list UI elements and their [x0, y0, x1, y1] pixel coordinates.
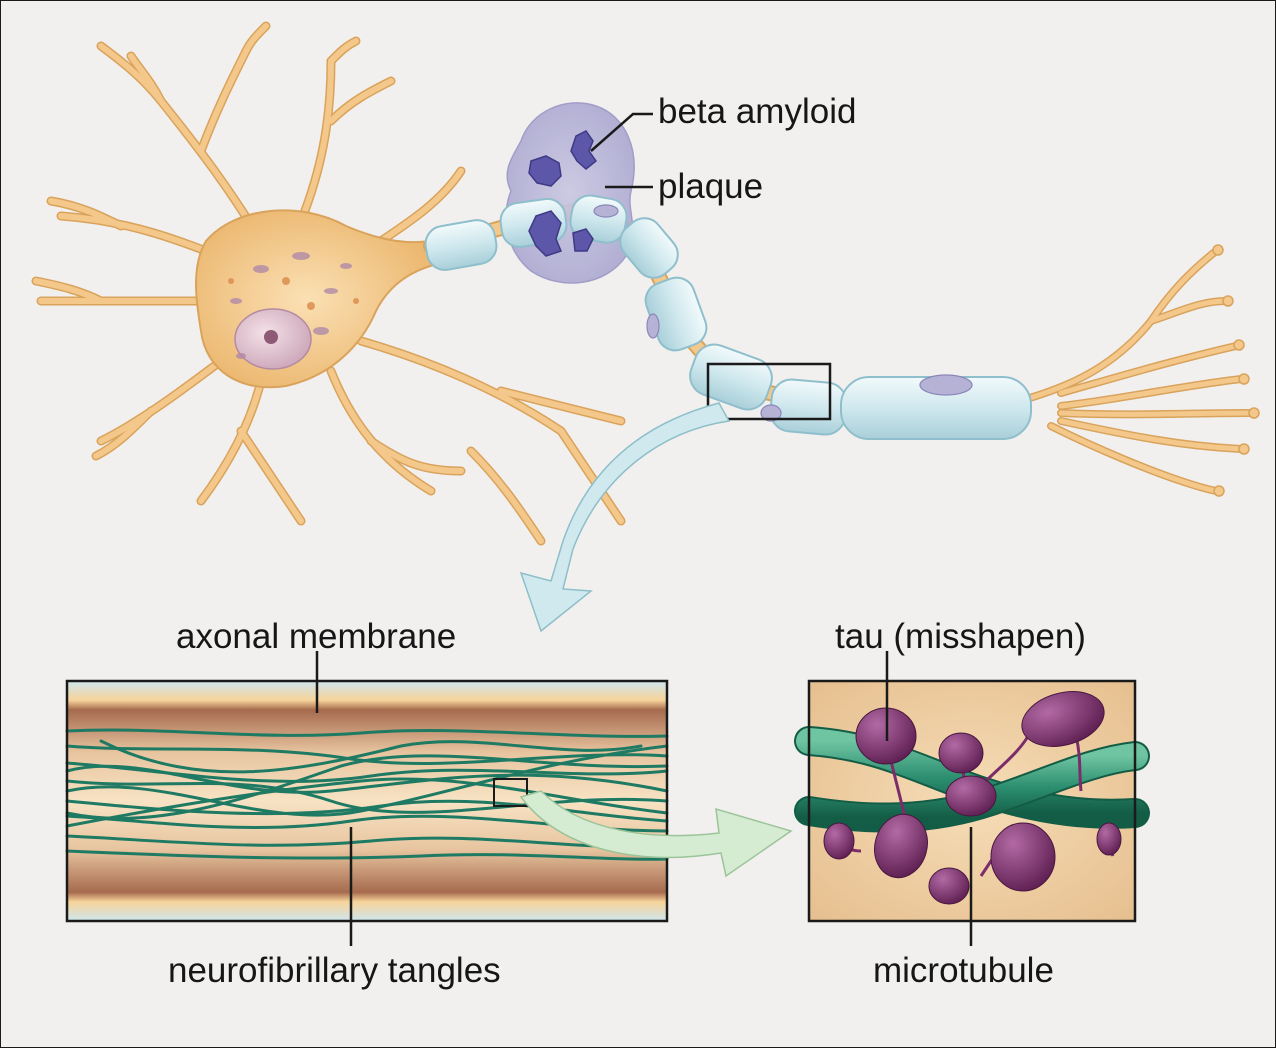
zoom-box-tangle [493, 778, 528, 807]
nucleolus [264, 330, 278, 344]
axon-detail-panel [65, 679, 669, 923]
schwann-nuclei [593, 204, 973, 422]
zoom-box-axon [706, 362, 832, 421]
axon-terminals [997, 244, 1260, 497]
green-zoom-arrow [519, 790, 793, 878]
label-axonal-membrane: axonal membrane [176, 617, 457, 656]
label-neurofibrillary-tangles: neurofibrillary tangles [168, 951, 501, 990]
cell-body [195, 209, 442, 389]
leader-lines [315, 112, 973, 946]
microtubule-detail-panel [794, 679, 1150, 923]
blue-zoom-arrow [519, 402, 731, 633]
organelles [230, 252, 352, 359]
neurofibrillary-tangles [65, 728, 669, 861]
label-beta-amyloid: beta amyloid [658, 92, 857, 131]
dendrites [31, 21, 626, 546]
label-microtubule: microtubule [873, 951, 1054, 990]
beta-amyloid-clumps [528, 130, 598, 257]
tau-proteins [823, 691, 1122, 905]
label-tau: tau (misshapen) [835, 617, 1086, 656]
label-plaque: plaque [658, 167, 764, 206]
